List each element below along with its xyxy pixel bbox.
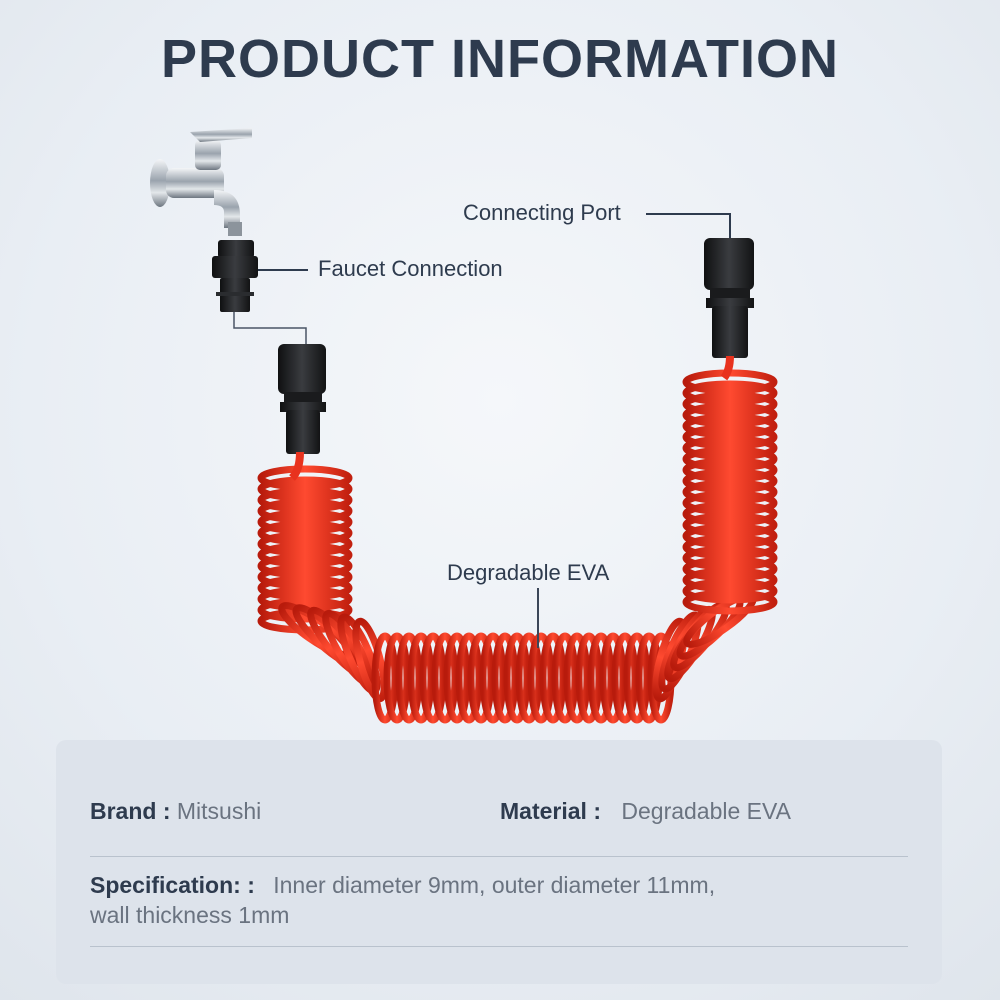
divider <box>90 946 908 947</box>
spec-value-line2: wall thickness 1mm <box>90 902 290 928</box>
hose-coil <box>539 632 567 724</box>
hose-coil <box>682 479 778 505</box>
hose-coil <box>257 476 353 502</box>
hose-coil <box>431 632 459 724</box>
hose-coil <box>587 632 615 724</box>
hose-coil <box>682 534 778 560</box>
hose-connector-left-icon <box>278 344 326 454</box>
hose-coil <box>682 589 778 615</box>
hose-coil <box>443 632 471 724</box>
callout-connecting-port: Connecting Port <box>463 200 621 225</box>
callout-faucet-connection: Faucet Connection <box>318 256 503 281</box>
hose-coil <box>257 597 353 623</box>
hose-coil <box>371 632 399 724</box>
hose-coil <box>257 575 353 601</box>
hose-coil <box>575 632 603 724</box>
hose-coil <box>503 632 531 724</box>
coiled-hose-icon <box>257 369 778 724</box>
hose-coil <box>652 617 688 703</box>
hose-coil <box>682 391 778 417</box>
hose-coil <box>611 632 639 724</box>
hose-coil <box>682 446 778 472</box>
callout-degradable-eva: Degradable EVA <box>447 560 610 585</box>
hose-coil <box>257 509 353 535</box>
hose-coil <box>257 531 353 557</box>
brand-label: Brand : <box>90 798 171 824</box>
spec-label: Specification: : <box>90 872 255 898</box>
hose-coil <box>682 578 778 604</box>
hose-coil <box>257 487 353 513</box>
hose-coil <box>407 632 435 724</box>
faucet-connector-icon <box>212 240 258 312</box>
hose-coil <box>491 632 519 724</box>
hose-coil <box>563 632 591 724</box>
specification-row: Specification: : Inner diameter 9mm, out… <box>90 870 715 930</box>
page-title: PRODUCT INFORMATION <box>161 29 839 89</box>
hose-coil <box>257 520 353 546</box>
hose-coil <box>682 523 778 549</box>
faucet-icon <box>150 128 252 236</box>
hose-coil <box>682 512 778 538</box>
hose-coil <box>551 632 579 724</box>
hose-coil <box>257 553 353 579</box>
brand-row: Brand : Mitsushi <box>90 798 261 825</box>
hose-coil <box>682 435 778 461</box>
hose-coil <box>257 564 353 590</box>
hose-coil <box>467 632 495 724</box>
hose-coil <box>682 457 778 483</box>
material-row: Material : Degradable EVA <box>500 798 791 825</box>
hose-coil <box>257 465 353 491</box>
hose-coil <box>682 468 778 494</box>
hose-coil <box>257 498 353 524</box>
spec-value-line1: Inner diameter 9mm, outer diameter 11mm, <box>273 872 716 898</box>
hose-coil <box>515 632 543 724</box>
hose-coil <box>682 490 778 516</box>
hose-coil <box>682 402 778 428</box>
brand-value: Mitsushi <box>176 798 262 824</box>
divider <box>90 856 908 857</box>
hose-coil <box>599 632 627 724</box>
hose-coil <box>257 542 353 568</box>
hose-coil <box>682 380 778 406</box>
material-label: Material : <box>500 798 601 824</box>
hose-coil <box>527 632 555 724</box>
hose-coil <box>623 632 651 724</box>
hose-coil <box>455 632 483 724</box>
hose-coil <box>395 632 423 724</box>
hose-coil <box>682 424 778 450</box>
hose-coil <box>682 545 778 571</box>
hose-coil <box>682 501 778 527</box>
hose-coil <box>682 567 778 593</box>
hose-coil <box>682 556 778 582</box>
info-card: Brand : Mitsushi Material : Degradable E… <box>56 740 942 984</box>
material-value: Degradable EVA <box>621 798 791 824</box>
hose-connector-right-icon <box>704 238 754 358</box>
hose-coil <box>479 632 507 724</box>
hose-coil <box>383 632 411 724</box>
hose-coil <box>682 413 778 439</box>
hose-coil <box>419 632 447 724</box>
